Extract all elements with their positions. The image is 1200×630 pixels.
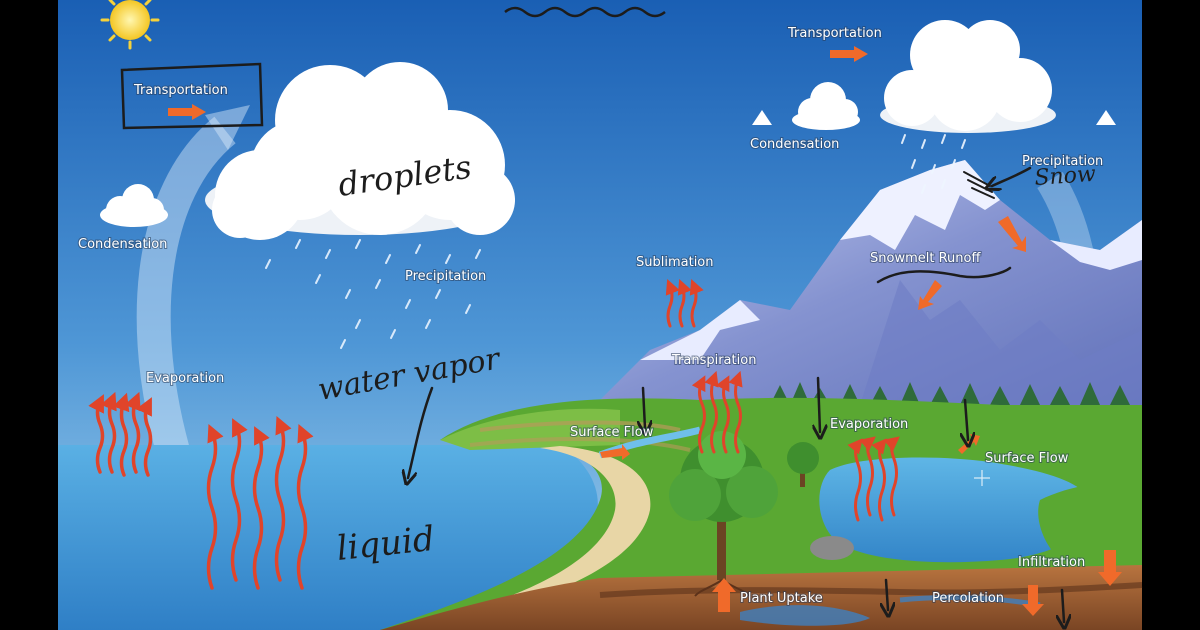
tree-small	[787, 442, 819, 487]
circulation-arrow-left-head	[205, 105, 250, 150]
transport-arrow-right-icon	[830, 46, 868, 62]
label-precipitation-left: Precipitation	[405, 269, 486, 284]
cloud-large	[205, 62, 515, 240]
label-evaporation-lake: Evaporation	[830, 417, 908, 432]
snow-hatch	[963, 171, 995, 199]
rain-streaks-left	[265, 239, 481, 349]
label-transportation-left: Transportation	[133, 83, 228, 98]
rock	[810, 536, 854, 560]
soil-layer	[380, 565, 1142, 630]
ocean	[58, 445, 598, 630]
label-condensation-right: Condensation	[750, 137, 839, 152]
label-transpiration: Transpiration	[671, 353, 756, 368]
snowmelt-underline	[876, 266, 1012, 284]
ink-annotations	[120, 62, 1064, 622]
evaporation-arrows-ocean	[88, 391, 314, 590]
vapor-to-liquid-arrow	[408, 386, 434, 478]
label-snowmelt-runoff: Snowmelt Runoff	[870, 251, 981, 266]
flow-arrows	[600, 216, 1122, 616]
transpiration-arrows	[691, 370, 743, 454]
label-transportation-right: Transportation	[787, 26, 882, 41]
label-surface-flow-right: Surface Flow	[985, 451, 1069, 466]
scribble-mark	[504, 6, 666, 18]
label-plant-uptake: Plant Uptake	[740, 591, 823, 606]
beach	[390, 446, 651, 628]
snow-arrow	[992, 166, 1032, 186]
label-sublimation: Sublimation	[636, 255, 714, 270]
transport-arrow-left-icon	[168, 104, 206, 120]
rain-streaks-right	[901, 134, 966, 194]
label-infiltration: Infiltration	[1018, 555, 1085, 570]
groundwater-flow	[899, 595, 1041, 608]
tree-large	[669, 431, 778, 580]
label-evaporation-ocean: Evaporation	[146, 371, 224, 386]
cloud-tiny-2	[1096, 110, 1116, 125]
handwritten-snow: Snow	[1034, 162, 1097, 191]
cursor-crosshair-icon	[974, 470, 990, 486]
label-surface-flow-left: Surface Flow	[570, 425, 654, 440]
evaporation-arrows-lake	[847, 436, 900, 522]
label-precipitation-right: Precipitation	[1022, 154, 1103, 169]
lake	[819, 457, 1092, 563]
cloud-right	[880, 20, 1056, 133]
label-percolation: Percolation	[932, 591, 1004, 606]
sublimation-arrows	[665, 279, 704, 328]
cloud-medium-right	[792, 82, 860, 130]
right-shore	[1038, 480, 1142, 560]
circulation-arrow-left	[136, 116, 237, 496]
soil-stratum	[599, 582, 1143, 598]
cloud-small-left	[100, 184, 168, 227]
label-condensation-left: Condensation	[78, 237, 167, 252]
sun-icon	[100, 0, 160, 50]
groundwater	[740, 605, 870, 626]
transportation-box	[120, 62, 264, 130]
cloud-tiny-1	[752, 110, 772, 125]
